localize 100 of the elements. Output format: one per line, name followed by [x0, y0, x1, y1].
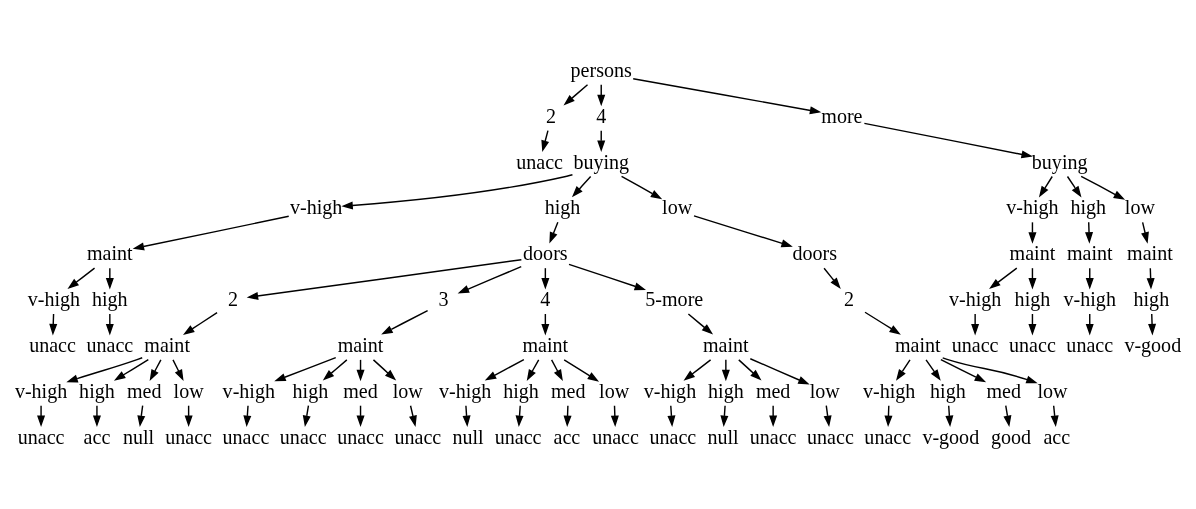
node-text: low: [1124, 195, 1155, 218]
node-text: v-high: [14, 379, 68, 402]
node-text: v-good: [922, 425, 980, 448]
arrow: [925, 358, 941, 381]
node-text: unacc: [649, 425, 697, 448]
arrow: [1050, 404, 1059, 427]
arrow: [1080, 175, 1126, 200]
arrow: [971, 312, 980, 335]
arrow: [132, 215, 290, 250]
arrow: [526, 358, 540, 381]
arrow: [37, 404, 46, 427]
arrow: [341, 173, 574, 209]
node-text: low: [662, 195, 693, 218]
node-text: persons: [570, 58, 632, 81]
node-text: med: [755, 379, 791, 402]
node-text: med: [126, 379, 162, 402]
node-text: med: [986, 379, 1022, 402]
node-text: med: [551, 379, 586, 402]
node-text: 4: [596, 104, 607, 127]
arrow: [462, 404, 471, 427]
arrow: [1141, 221, 1149, 244]
node-text: med: [343, 379, 378, 402]
arrow: [515, 404, 524, 427]
arrow: [940, 358, 987, 382]
node-text: 2: [228, 287, 239, 310]
node-text: unacc: [592, 425, 639, 448]
node-text: good: [990, 425, 1031, 448]
node-text: maint: [1127, 241, 1173, 264]
node-text: buying: [573, 150, 630, 173]
node-text: v-high: [27, 287, 81, 310]
node-text: high: [79, 379, 115, 402]
node-text: doors: [792, 241, 837, 264]
arrow: [721, 358, 730, 381]
node-text: low: [392, 379, 423, 402]
node-text: 2: [844, 287, 855, 310]
arrow: [720, 404, 729, 427]
arrow: [149, 358, 162, 381]
node-text: unacc: [494, 425, 542, 448]
node-text: 4: [540, 287, 551, 310]
node-text: high: [92, 287, 128, 310]
arrow: [372, 358, 397, 381]
node-text: unacc: [222, 425, 270, 448]
arrow: [246, 258, 523, 300]
arrow: [683, 358, 712, 381]
arrow: [274, 356, 337, 381]
node-text: more: [821, 104, 863, 127]
node-text: null: [452, 425, 484, 448]
arrow: [632, 77, 822, 114]
node-text: buying: [1031, 150, 1088, 173]
node-text: unacc: [86, 333, 134, 356]
arrow: [113, 358, 150, 381]
arrow: [942, 356, 1038, 383]
arrow: [457, 265, 522, 293]
node-text: maint: [337, 333, 384, 356]
node-text: v-high: [643, 379, 697, 402]
arrow: [563, 358, 600, 382]
node-text: 3: [438, 287, 449, 310]
arrow: [92, 404, 101, 427]
node-text: maint: [87, 241, 133, 264]
node-text: v-high: [438, 379, 492, 402]
node-text: unacc: [951, 333, 999, 356]
arrow: [863, 122, 1033, 158]
arrow: [1085, 221, 1094, 244]
node-text: high: [544, 195, 581, 218]
arrow: [945, 404, 954, 427]
node-text: unacc: [516, 150, 563, 173]
node-text: unacc: [864, 425, 912, 448]
arrow: [1038, 175, 1053, 197]
node-text: unacc: [1009, 333, 1056, 356]
node-text: high: [1070, 195, 1107, 218]
node-text: unacc: [165, 425, 212, 448]
arrow: [687, 312, 714, 335]
node-text: maint: [703, 333, 749, 356]
node-text: maint: [1066, 241, 1113, 264]
arrow: [484, 358, 525, 381]
arrow: [896, 358, 911, 381]
node-text: maint: [895, 333, 941, 356]
arrow: [66, 356, 143, 382]
node-text: acc: [553, 425, 581, 448]
arrow: [105, 312, 114, 335]
node-text: unacc: [279, 425, 327, 448]
arrow: [1148, 312, 1157, 335]
node-text: high: [503, 379, 539, 402]
node-text: unacc: [394, 425, 442, 448]
node-text: v-good: [1124, 333, 1182, 356]
node-text: maint: [1009, 241, 1056, 264]
node-text: 2: [546, 104, 557, 127]
node-text: high: [1133, 287, 1170, 310]
arrow: [409, 404, 417, 427]
arrow: [563, 83, 589, 105]
node-text: maint: [144, 333, 190, 356]
node-text: unacc: [29, 333, 76, 356]
node-text: maint: [522, 333, 569, 356]
arrow: [381, 309, 429, 335]
arrow: [549, 221, 559, 244]
arrow: [864, 311, 901, 335]
node-text: v-high: [1063, 287, 1116, 310]
node-text: v-high: [863, 379, 916, 402]
arrow: [667, 404, 676, 427]
node-text: high: [930, 379, 966, 402]
